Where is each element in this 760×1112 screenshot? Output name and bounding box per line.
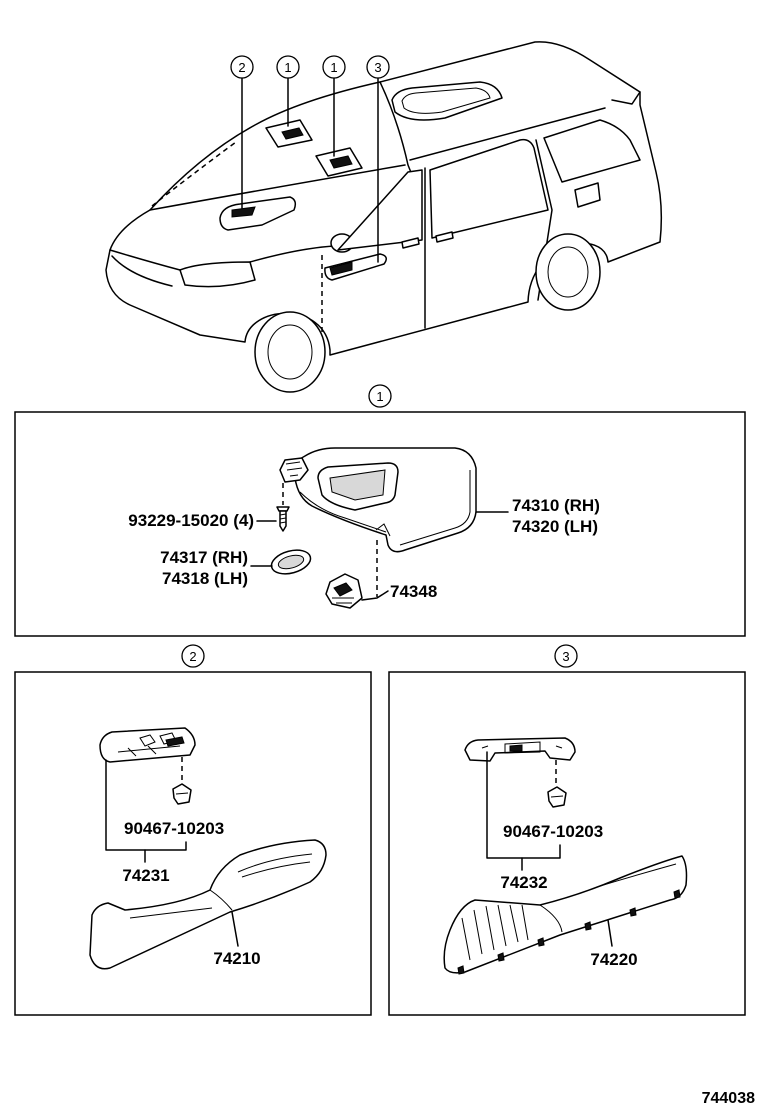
label-clip: 90467-10203 xyxy=(124,819,224,838)
screw-thread xyxy=(279,513,287,524)
label-clip-rh: 74317 (RH) xyxy=(160,548,248,567)
label-armrest: 74210 xyxy=(213,949,260,968)
sliding-door-window xyxy=(429,138,549,239)
sunroof-inner xyxy=(401,87,491,114)
clip-detail xyxy=(175,792,189,795)
rear-wheel xyxy=(535,233,601,311)
sun-visor-edge xyxy=(299,491,387,533)
armrest xyxy=(443,855,688,974)
armrest-hatching xyxy=(461,904,529,961)
armrest-clip-6 xyxy=(673,889,681,899)
label-clip: 90467-10203 xyxy=(503,822,603,841)
overview-callout-3: 3 xyxy=(366,55,390,79)
door-armrest-part xyxy=(324,253,387,281)
callout-number: 3 xyxy=(374,60,381,75)
armrest-leader xyxy=(607,919,613,947)
fender-line xyxy=(249,245,336,263)
roof-spoiler xyxy=(611,91,641,105)
roof-rail xyxy=(409,107,606,161)
section-2: 2 90467-10203 74231 74210 xyxy=(14,644,372,1016)
overview-callout-1b: 1 xyxy=(322,55,346,79)
screw-head xyxy=(276,506,290,512)
windshield-hidden-edge xyxy=(151,141,237,207)
label-cover: 74231 xyxy=(122,866,169,885)
callout-number: 2 xyxy=(238,60,245,75)
holder-leader xyxy=(361,590,389,601)
cover-bracket xyxy=(105,759,187,851)
callout-number: 1 xyxy=(376,389,383,404)
visor-clip-inner xyxy=(277,554,305,570)
armrest-leader xyxy=(231,911,239,947)
armrest-edge xyxy=(129,889,233,919)
grille-line xyxy=(111,255,173,287)
front-wheel-rim xyxy=(267,324,313,380)
section-2-frame xyxy=(14,671,372,1016)
section-2-callout: 2 xyxy=(181,644,205,668)
armrest-cover-detail xyxy=(481,741,563,754)
armrest-clip-3 xyxy=(537,937,545,947)
sun-visor-edge-right xyxy=(399,470,471,546)
door-armrest-mark xyxy=(329,261,353,276)
fuel-door xyxy=(574,182,601,208)
rear-wheel-rim xyxy=(547,246,589,298)
dash-armrest-part xyxy=(219,196,297,231)
section-1-callout: 1 xyxy=(368,384,392,408)
armrest-edge xyxy=(539,863,677,933)
rear-quarter-window xyxy=(543,119,641,183)
label-screw: 93229-15020 (4) xyxy=(128,511,254,530)
armrest-clip-5 xyxy=(629,907,637,917)
hood-line xyxy=(109,249,181,271)
front-wheel xyxy=(254,311,326,393)
callout-number: 2 xyxy=(189,649,196,664)
label-clip-lh: 74318 (LH) xyxy=(162,569,248,588)
label-visor-lh: 74320 (LH) xyxy=(512,517,598,536)
sun-visor-passenger-mark xyxy=(329,155,353,169)
label-holder: 74348 xyxy=(390,582,437,601)
callout-number: 3 xyxy=(562,649,569,664)
dash-armrest-mark xyxy=(231,206,256,218)
section-3-callout: 3 xyxy=(554,644,578,668)
screw-shaft xyxy=(279,510,287,532)
armrest-clip-2 xyxy=(497,952,505,962)
callout-number: 1 xyxy=(284,60,291,75)
vehicle-overview: 2 1 1 3 xyxy=(105,41,663,393)
diagram-id: 744038 xyxy=(702,1090,755,1107)
clip-detail xyxy=(550,795,564,798)
vanity-mirror xyxy=(329,469,386,501)
label-cover: 74232 xyxy=(500,873,547,892)
overview-callout-1a: 1 xyxy=(276,55,300,79)
door-handle-front xyxy=(401,237,420,249)
label-armrest: 74220 xyxy=(590,950,637,969)
section-1-frame xyxy=(14,411,746,637)
callout-number: 1 xyxy=(330,60,337,75)
armrest-cover-mark xyxy=(509,744,523,752)
label-visor-rh: 74310 (RH) xyxy=(512,496,600,515)
section-3: 3 90467-10203 74232 74220 xyxy=(388,644,746,1016)
section-3-frame xyxy=(388,671,746,1016)
armrest-clip-1 xyxy=(457,965,465,975)
windshield-base xyxy=(149,164,406,211)
cover-bracket xyxy=(486,751,561,859)
a-pillar xyxy=(379,81,413,176)
visor-hinge-detail xyxy=(285,461,303,477)
armrest-clip-4 xyxy=(584,921,592,931)
sunroof xyxy=(391,81,503,121)
headlight xyxy=(179,261,256,288)
overview-callout-2: 2 xyxy=(230,55,254,79)
visor-holder-slot xyxy=(332,597,354,604)
visor-holder-detail xyxy=(333,582,353,597)
armrest-groove xyxy=(237,853,313,878)
armrest xyxy=(89,839,327,970)
visor-hook-notch xyxy=(375,523,391,537)
front-door-window xyxy=(337,169,423,251)
section-1: 1 93229-15020 (4) 74317 (RH) 74318 (LH) … xyxy=(14,384,746,637)
armrest-cover-mark xyxy=(165,736,185,747)
sun-visor-driver-mark xyxy=(281,127,304,140)
door-handle-sliding xyxy=(435,231,454,243)
